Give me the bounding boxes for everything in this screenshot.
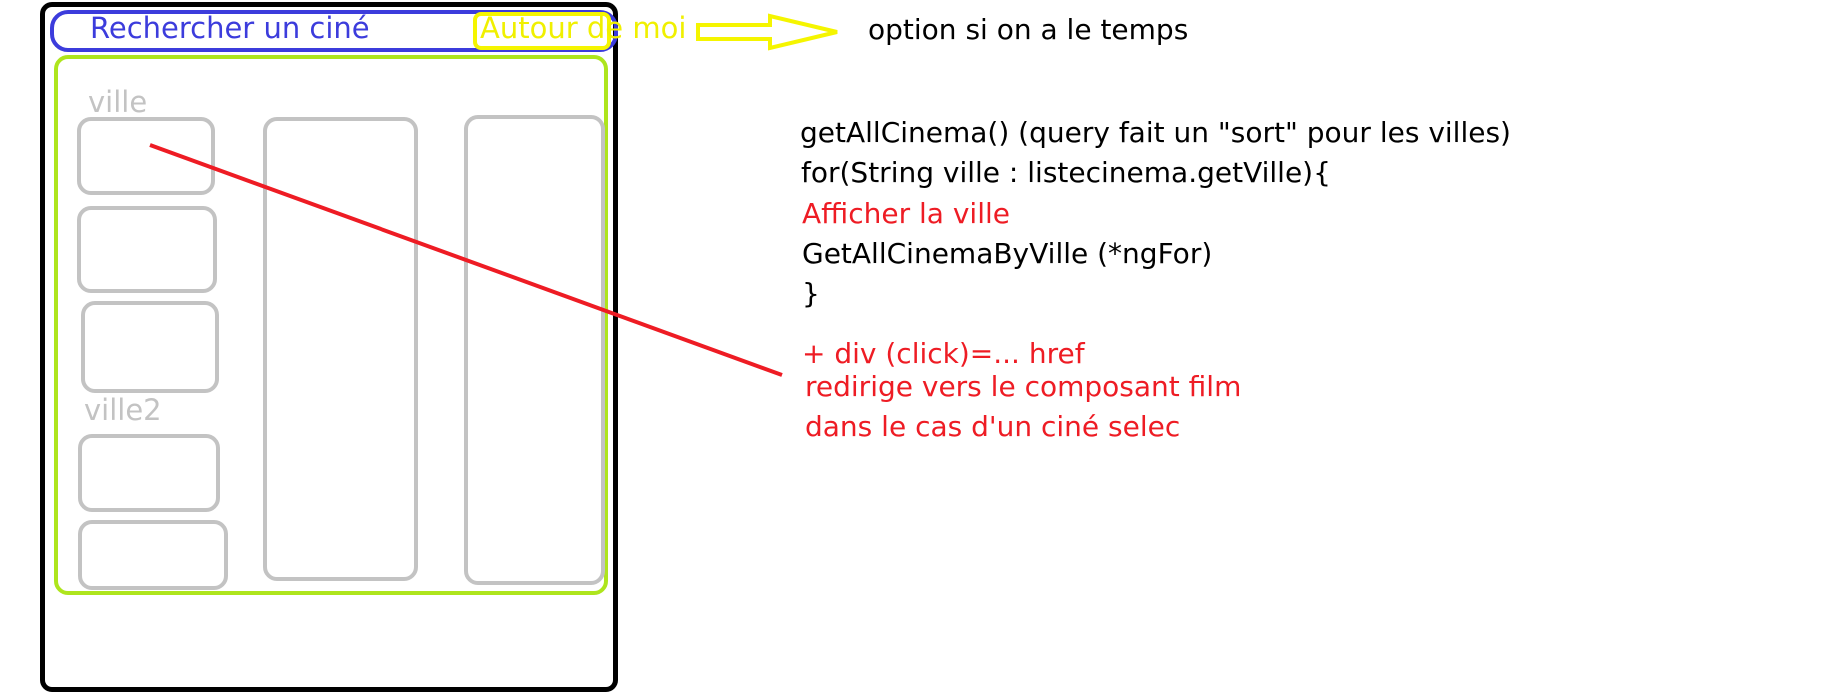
optional-note: option si on a le temps [868,13,1189,46]
arrow-right-icon [696,13,838,51]
around-me-label: Autour de moi [480,11,687,45]
search-label: Rechercher un ciné [90,11,370,45]
around-me-button[interactable] [473,12,611,50]
city-heading-2: ville2 [84,393,162,427]
code-line-4: GetAllCinemaByVille (*ngFor) [802,237,1213,270]
code-line-1: getAllCinema() (query fait un "sort" pou… [800,116,1511,149]
code-line-8: dans le cas d'un ciné selec [805,410,1181,443]
cinema-list-container [54,55,608,595]
cinema-tile[interactable] [77,117,215,195]
code-line-6: + div (click)=... href [802,337,1085,370]
cinema-tile[interactable] [78,434,220,512]
code-line-7: redirige vers le composant film [805,370,1242,403]
cinema-tile[interactable] [77,206,217,293]
cinema-column[interactable] [464,115,605,585]
search-bar[interactable] [50,10,618,52]
cinema-tile[interactable] [81,301,219,393]
code-line-2: for(String ville : listecinema.getVille)… [801,156,1331,189]
phone-frame [40,2,618,692]
cinema-tile[interactable] [78,520,228,590]
cinema-column[interactable] [263,117,418,581]
city-heading-1: ville [88,85,148,119]
code-line-3: Afficher la ville [802,197,1010,230]
code-line-5: } [802,277,820,310]
